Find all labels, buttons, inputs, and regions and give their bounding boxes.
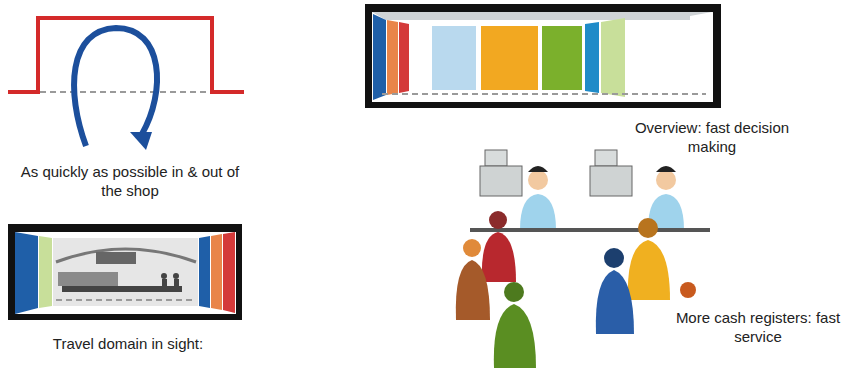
caption-text: More cash registers: fast service	[655, 304, 861, 350]
caption-text: Travel domain in sight:	[13, 330, 243, 357]
shop-front	[365, 4, 721, 108]
caption-text: Overview: fast decision making	[627, 114, 797, 160]
station-view	[8, 224, 242, 320]
door-icon	[8, 18, 244, 150]
caption-text: As quickly as possible in & out of the s…	[7, 158, 253, 204]
